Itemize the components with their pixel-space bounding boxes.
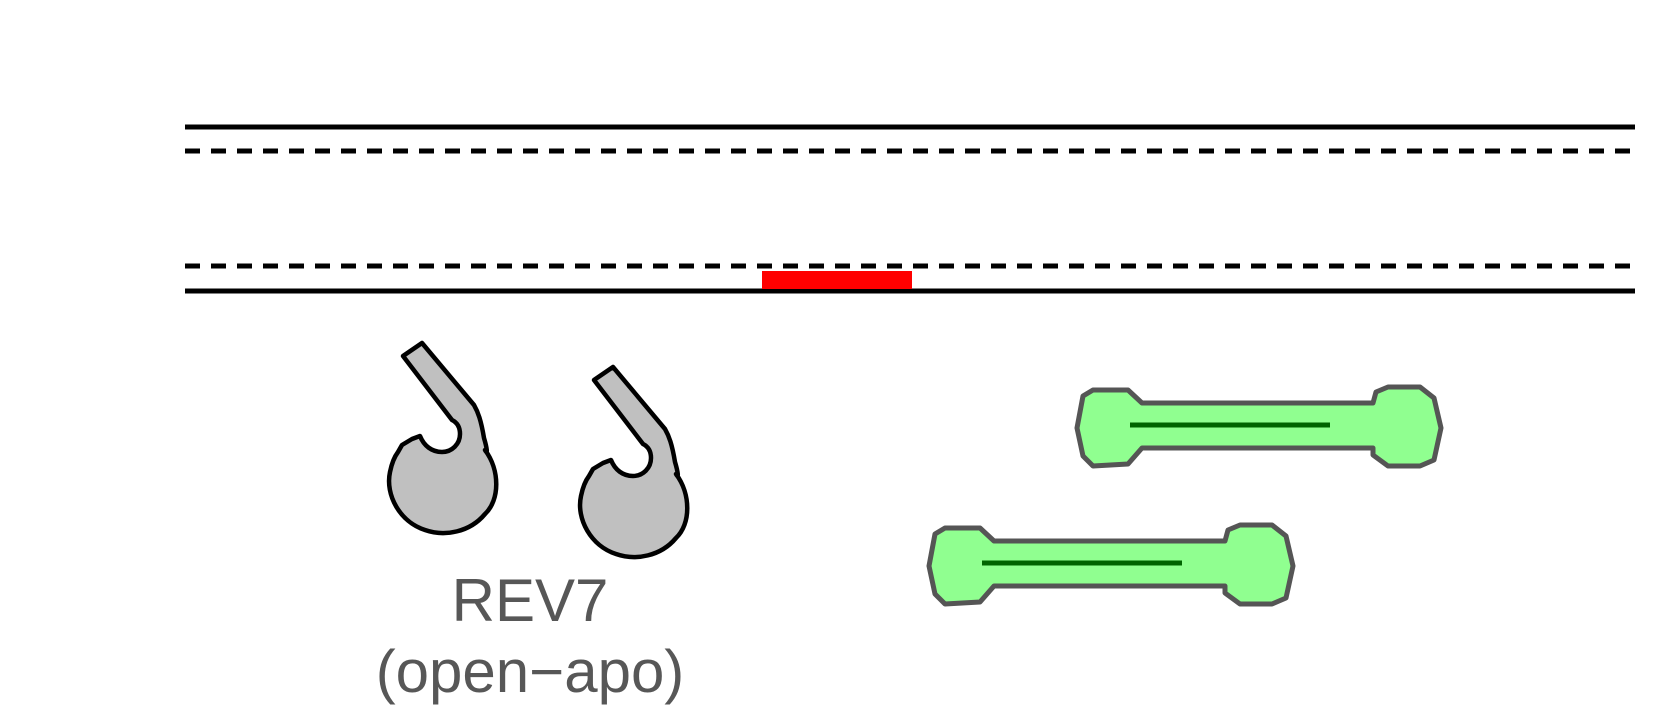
rev7-monomer-shape [386,340,499,536]
green-partner-molecule [926,522,1296,607]
rev7-monomer [386,340,499,536]
rev7-monomer [577,364,690,560]
rev7-monomer-shape [577,364,690,560]
protein-name-label: REV7 [451,567,609,634]
green-partner-molecule [1074,384,1444,469]
lesion-marker [762,271,912,289]
protein-state-label: (open−apo) [375,638,685,705]
